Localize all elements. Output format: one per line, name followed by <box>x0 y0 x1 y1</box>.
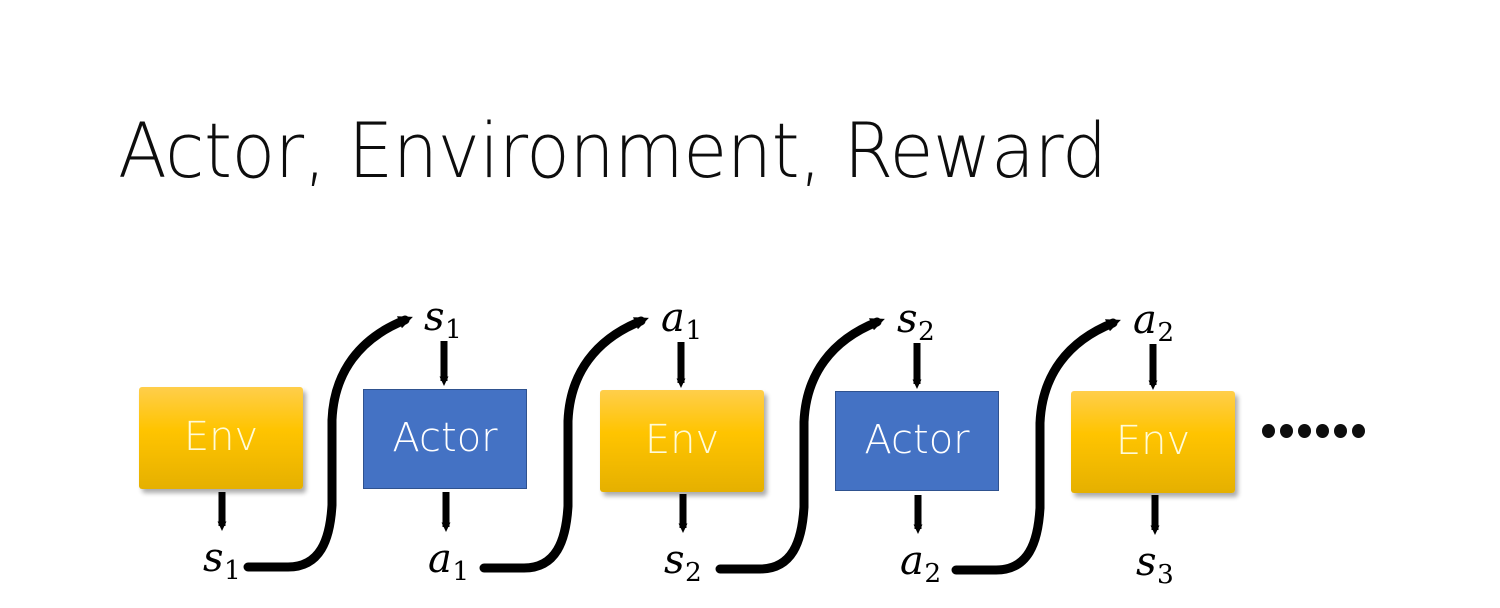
top-label-s1-base: s <box>424 294 445 340</box>
bottom-label-a2-sub: 2 <box>924 558 942 590</box>
page-title: Actor, Environment, Reward <box>118 106 1107 195</box>
bottom-label-a2-base: a <box>900 538 924 584</box>
ellipsis-dot <box>1334 424 1347 438</box>
ellipsis-dot <box>1262 424 1275 438</box>
ellipsis-dot <box>1298 424 1311 438</box>
top-label-s1: s1 <box>424 297 462 344</box>
top-label-a1: a1 <box>661 298 702 345</box>
env-block-1[interactable]: Env <box>139 387 303 489</box>
ellipsis-dot <box>1316 424 1329 438</box>
bottom-label-s3-sub: 3 <box>1157 559 1174 591</box>
vertical-arrows-out-of-boxes <box>217 492 1160 536</box>
bottom-label-a1: a1 <box>428 539 469 586</box>
top-label-a1-base: a <box>661 295 685 341</box>
bottom-label-s2: s2 <box>664 540 702 587</box>
bottom-label-s3-base: s <box>1136 539 1157 585</box>
env-block-2[interactable]: Env <box>600 390 764 492</box>
env-block-1-label: Env <box>183 414 259 460</box>
bottom-label-s1-base: s <box>203 535 224 581</box>
top-label-s2-sub: 2 <box>918 316 935 348</box>
top-label-a2: a2 <box>1133 300 1174 347</box>
ellipsis-icon <box>1262 424 1365 438</box>
bottom-label-a1-base: a <box>428 536 452 582</box>
bottom-label-s1-sub: 1 <box>224 555 241 587</box>
top-label-s1-sub: 1 <box>445 314 462 346</box>
top-label-s2-base: s <box>897 296 918 342</box>
top-label-a2-sub: 2 <box>1157 317 1175 349</box>
actor-block-2-label: Actor <box>864 417 970 463</box>
ellipsis-dot <box>1352 424 1365 438</box>
vertical-arrows-into-boxes <box>439 341 1158 391</box>
env-block-3[interactable]: Env <box>1071 391 1235 493</box>
bottom-label-a1-sub: 1 <box>452 556 470 588</box>
bottom-label-s1: s1 <box>203 538 241 585</box>
top-label-a2-base: a <box>1133 297 1157 343</box>
actor-block-2[interactable]: Actor <box>835 391 999 491</box>
env-block-3-label: Env <box>1115 418 1191 464</box>
bottom-label-s2-sub: 2 <box>685 557 702 589</box>
top-label-s2: s2 <box>897 299 935 346</box>
top-label-a1-sub: 1 <box>685 315 703 347</box>
env-block-2-label: Env <box>644 417 720 463</box>
bottom-label-s2-base: s <box>664 537 685 583</box>
bottom-label-a2: a2 <box>900 541 941 588</box>
bottom-label-s3: s3 <box>1136 542 1174 589</box>
ellipsis-dot <box>1280 424 1293 438</box>
actor-block-1-label: Actor <box>392 415 498 461</box>
actor-block-1[interactable]: Actor <box>363 389 527 489</box>
